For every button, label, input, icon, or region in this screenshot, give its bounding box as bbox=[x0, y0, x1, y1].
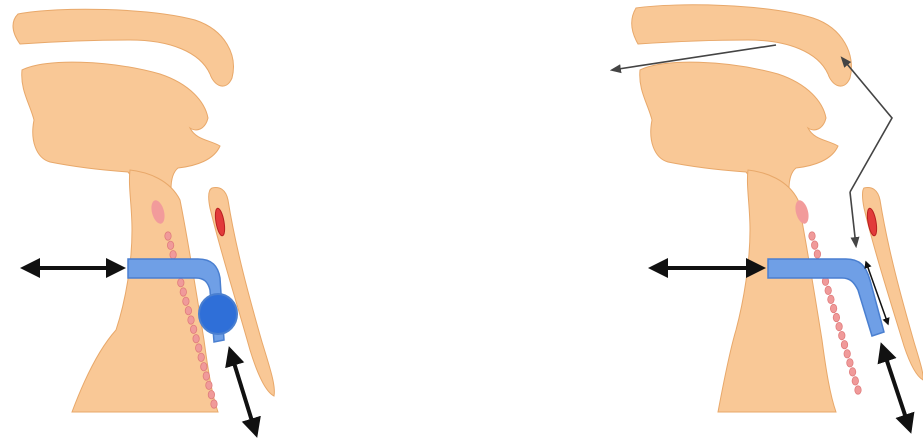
tracheal-ring bbox=[849, 368, 855, 376]
tracheal-ring bbox=[814, 250, 820, 258]
tracheal-ring bbox=[830, 304, 836, 312]
tracheal-ring bbox=[844, 350, 850, 358]
tracheal-ring bbox=[201, 363, 207, 371]
right-panel bbox=[612, 5, 923, 430]
tracheal-ring bbox=[193, 335, 199, 343]
tracheal-ring bbox=[841, 341, 847, 349]
tracheal-ring bbox=[180, 288, 186, 296]
tracheal-ring bbox=[185, 307, 191, 315]
neck-outline bbox=[72, 170, 218, 412]
airflow-down-path bbox=[850, 192, 856, 246]
tracheal-ring bbox=[170, 251, 176, 259]
tracheal-ring bbox=[812, 241, 818, 249]
tracheal-ring bbox=[847, 359, 853, 367]
head-outline bbox=[640, 62, 838, 237]
tracheal-ring bbox=[809, 232, 815, 240]
tracheal-ring bbox=[828, 295, 834, 303]
tracheal-ring bbox=[190, 325, 196, 333]
tracheal-ring bbox=[167, 241, 173, 249]
tracheal-ring bbox=[208, 391, 214, 399]
cuff bbox=[199, 294, 237, 334]
tracheal-ring bbox=[183, 297, 189, 305]
left-panel bbox=[13, 9, 274, 434]
tracheal-ring bbox=[206, 381, 212, 389]
tracheal-ring bbox=[839, 331, 845, 339]
tracheal-ring bbox=[165, 232, 171, 240]
tracheal-ring bbox=[198, 353, 204, 361]
tracheal-ring bbox=[852, 377, 858, 385]
tracheal-ring bbox=[836, 322, 842, 330]
tracheal-ring bbox=[203, 372, 209, 380]
tracheal-ring bbox=[833, 313, 839, 321]
tracheal-ring bbox=[855, 386, 861, 394]
tracheal-ring bbox=[196, 344, 202, 352]
vertical-arrow bbox=[230, 350, 256, 434]
tracheal-ring bbox=[178, 279, 184, 287]
tracheal-ring bbox=[211, 400, 217, 408]
head-outline bbox=[22, 62, 220, 237]
tracheal-ring bbox=[188, 316, 194, 324]
tracheal-ring bbox=[825, 286, 831, 294]
vertical-arrow bbox=[882, 346, 910, 430]
neck-outline bbox=[718, 170, 836, 412]
